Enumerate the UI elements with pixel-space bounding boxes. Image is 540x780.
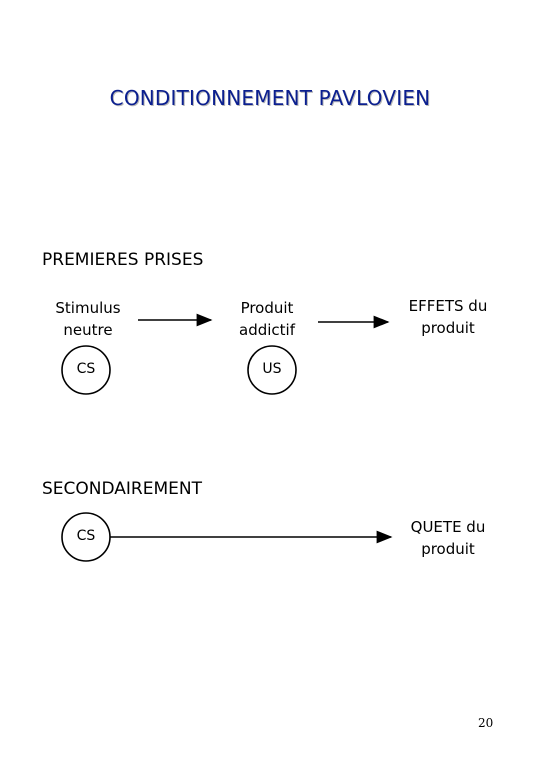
page-number: 20 (478, 716, 494, 730)
node-produit-line2: addictif (239, 321, 295, 339)
us-label: US (262, 361, 282, 377)
node-effets-line2: produit (421, 319, 475, 337)
node-produit-line1: Produit (240, 299, 294, 317)
section-heading-secondairement: SECONDAIREMENT (42, 479, 202, 499)
node-stimulus-neutre: Stimulus neutre (40, 297, 136, 341)
node-produit-addictif: Produit addictif (222, 297, 312, 341)
node-stimulus-line2: neutre (63, 321, 113, 339)
node-quete-line2: produit (421, 540, 475, 558)
cs-label-2: CS (76, 528, 96, 544)
page-title: CONDITIONNEMENT PAVLOVIEN (109, 86, 431, 110)
node-stimulus-line1: Stimulus (55, 299, 121, 317)
section-heading-premieres-prises: PREMIERES PRISES (42, 250, 204, 270)
node-quete-produit: QUETE du produit (392, 516, 504, 560)
node-effets-line1: EFFETS du (408, 297, 488, 315)
cs-circle-1 (61, 345, 111, 395)
node-quete-line1: QUETE du (410, 518, 486, 536)
us-circle (247, 345, 297, 395)
cs-label-1: CS (76, 361, 96, 377)
node-effets-produit: EFFETS du produit (392, 295, 504, 339)
